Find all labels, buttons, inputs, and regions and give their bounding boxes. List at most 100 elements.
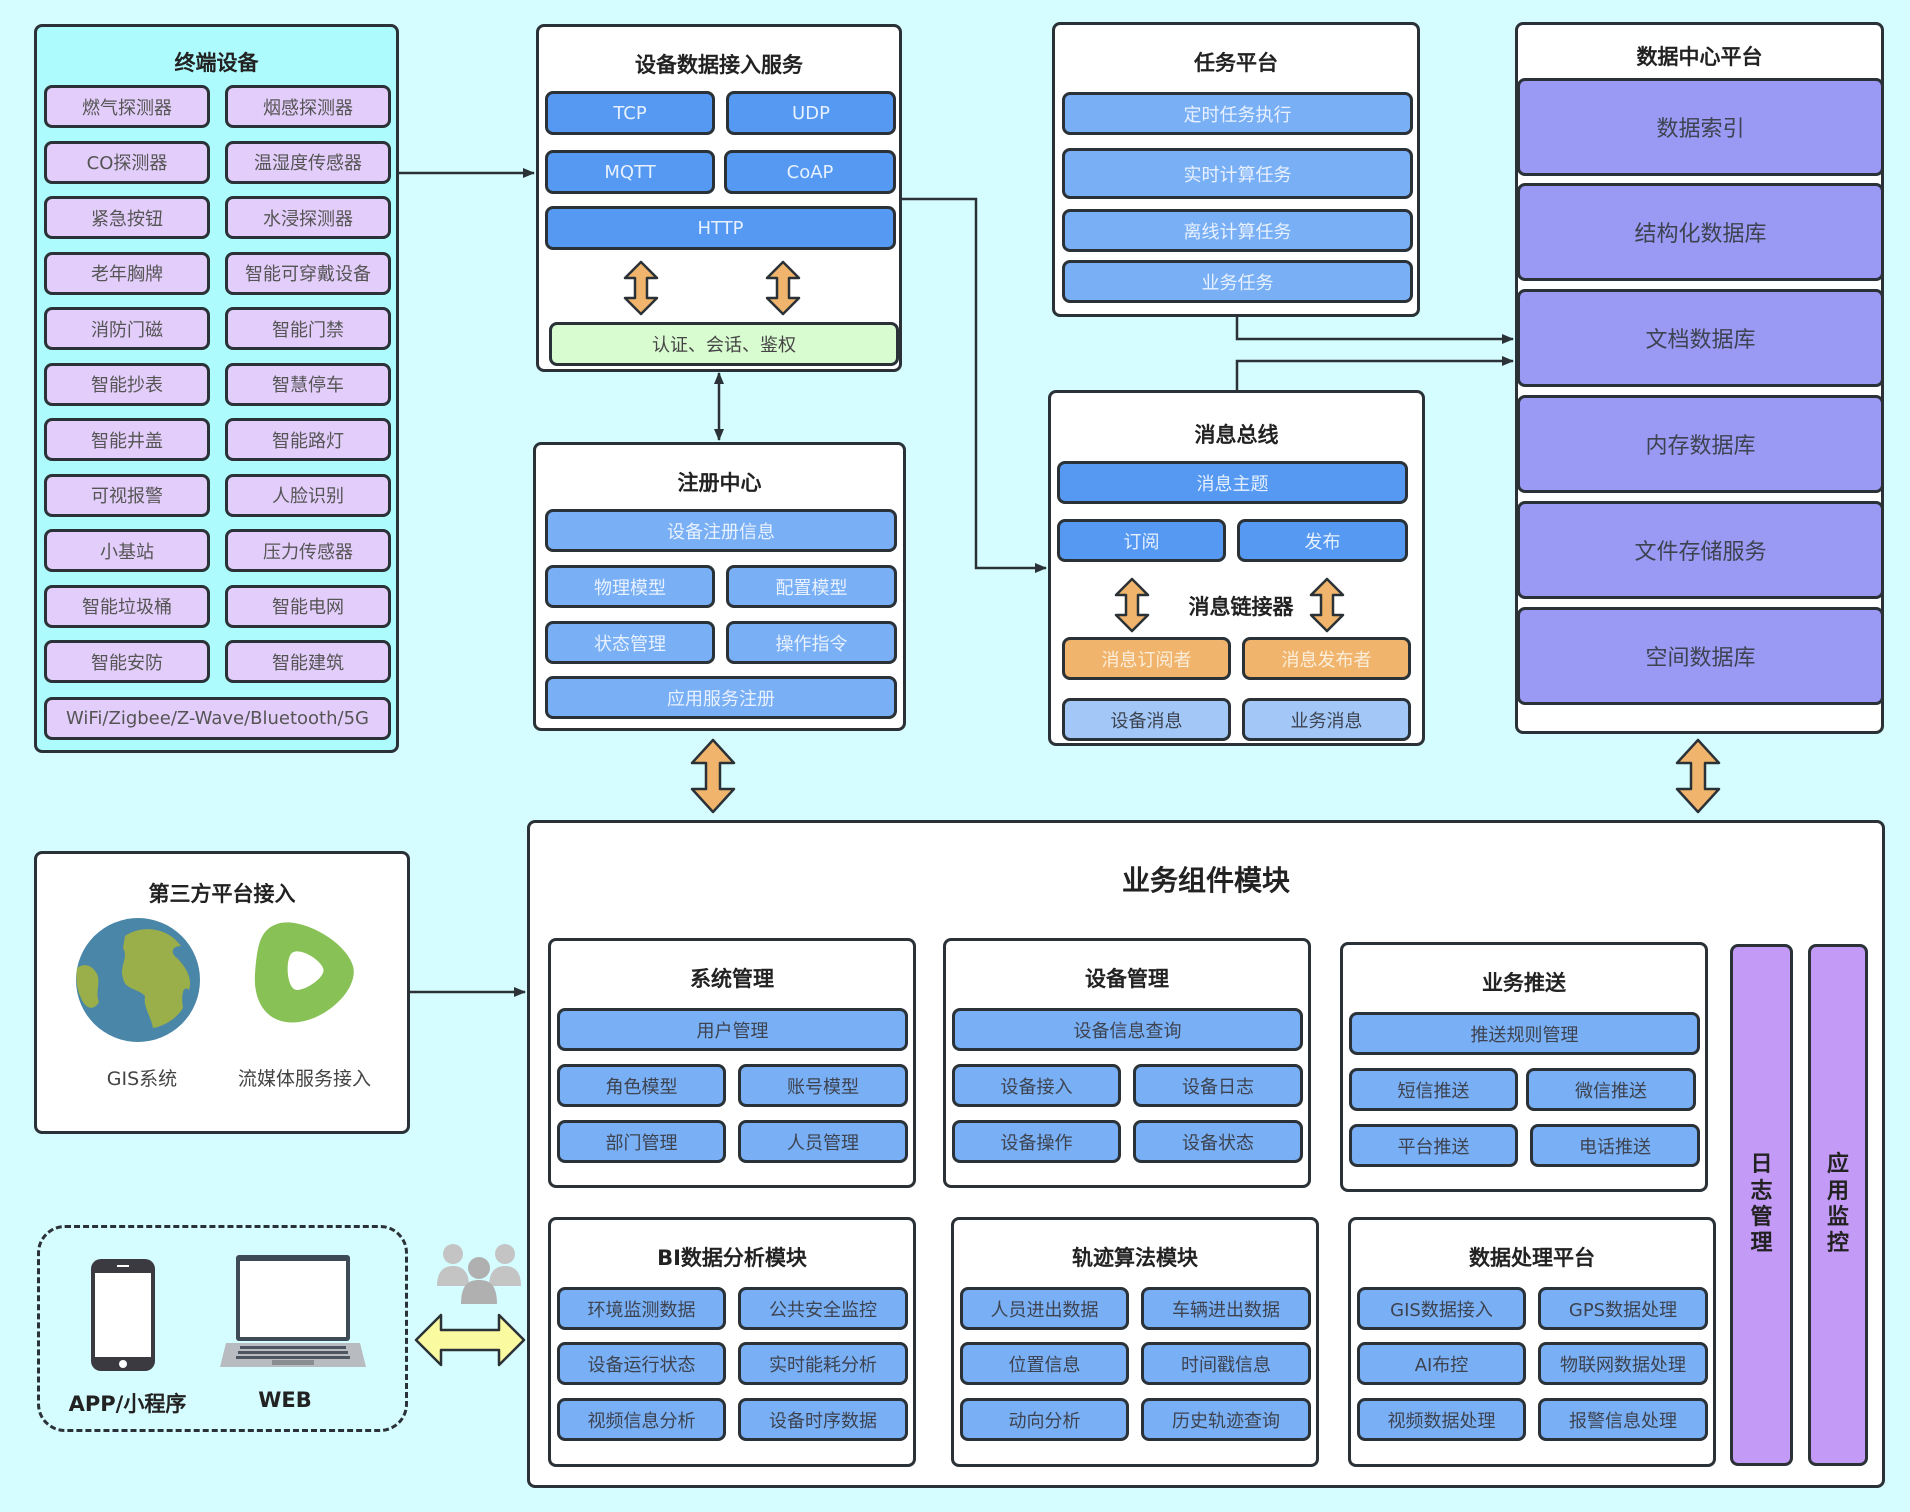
task-item[interactable]: 业务任务 — [1062, 260, 1413, 303]
smartphone-icon[interactable] — [90, 1258, 156, 1372]
streaming-play-icon[interactable] — [249, 918, 357, 1026]
terminal-device-item[interactable]: 人脸识别 — [225, 473, 391, 517]
push-item[interactable]: 微信推送 — [1526, 1068, 1696, 1111]
terminal-device-item[interactable]: 智能电网 — [225, 584, 391, 628]
terminal-device-item[interactable]: 消防门磁 — [44, 307, 210, 350]
terminal-device-item[interactable]: 智能抄表 — [44, 362, 210, 406]
data-processing-item[interactable]: GPS数据处理 — [1538, 1287, 1708, 1330]
terminal-device-item[interactable]: 智能门禁 — [225, 307, 391, 350]
terminal-device-item[interactable]: 智能建筑 — [225, 640, 391, 683]
data-store-item[interactable]: 文档数据库 — [1517, 289, 1884, 387]
registry-item[interactable]: 配置模型 — [726, 565, 897, 608]
system-mgmt-item[interactable]: 人员管理 — [738, 1120, 908, 1163]
bi-item[interactable]: 公共安全监控 — [738, 1287, 908, 1330]
publish-chip[interactable]: 发布 — [1237, 519, 1408, 562]
system-mgmt-item[interactable]: 部门管理 — [557, 1120, 726, 1163]
task-item[interactable]: 实时计算任务 — [1062, 148, 1413, 199]
data-processing-item[interactable]: AI布控 — [1357, 1342, 1526, 1385]
terminal-device-item[interactable]: 小基站 — [44, 529, 210, 572]
terminal-device-item[interactable]: 烟感探测器 — [225, 85, 391, 128]
registry-item[interactable]: 应用服务注册 — [545, 676, 897, 719]
bi-item[interactable]: 设备时序数据 — [738, 1398, 908, 1441]
data-store-item[interactable]: 文件存储服务 — [1517, 501, 1884, 599]
data-store-item[interactable]: 结构化数据库 — [1517, 183, 1884, 281]
bi-item[interactable]: 环境监测数据 — [557, 1287, 726, 1330]
terminal-device-item[interactable]: 智能垃圾桶 — [44, 584, 210, 628]
terminal-device-item[interactable]: 燃气探测器 — [44, 85, 210, 128]
message-subscriber-chip[interactable]: 消息订阅者 — [1062, 637, 1231, 680]
trajectory-item[interactable]: 位置信息 — [960, 1342, 1129, 1385]
system-mgmt-item[interactable]: 用户管理 — [557, 1008, 908, 1051]
protocols-chip[interactable]: WiFi/Zigbee/Z-Wave/Bluetooth/5G — [44, 697, 391, 740]
registry-item[interactable]: 操作指令 — [726, 621, 897, 664]
data-store-item[interactable]: 空间数据库 — [1517, 607, 1884, 705]
terminal-device-item[interactable]: 老年胸牌 — [44, 251, 210, 295]
protocol-tcp[interactable]: TCP — [545, 91, 715, 135]
push-title: 业务推送 — [1482, 971, 1566, 995]
data-processing-item[interactable]: GIS数据接入 — [1357, 1287, 1526, 1330]
double-arrow-icon — [623, 260, 659, 316]
terminal-device-item[interactable]: 智慧停车 — [225, 362, 391, 406]
log-management-bar[interactable]: 日志管理 — [1730, 944, 1793, 1466]
protocol-http[interactable]: HTTP — [545, 206, 896, 250]
web-label: WEB — [258, 1388, 312, 1412]
business-components-panel: 业务组件模块 系统管理 用户管理 角色模型 账号模型 部门管理 人员管理 设备管… — [527, 820, 1885, 1488]
terminal-device-item[interactable]: 智能路灯 — [225, 418, 391, 461]
push-panel: 业务推送 推送规则管理 短信推送 微信推送 平台推送 电话推送 — [1340, 942, 1708, 1192]
device-mgmt-item[interactable]: 设备接入 — [952, 1064, 1121, 1107]
system-mgmt-item[interactable]: 账号模型 — [738, 1064, 908, 1107]
task-item[interactable]: 离线计算任务 — [1062, 209, 1413, 252]
registry-item[interactable]: 设备注册信息 — [545, 509, 897, 552]
protocol-coap[interactable]: CoAP — [724, 150, 896, 194]
trajectory-item[interactable]: 车辆进出数据 — [1141, 1287, 1311, 1330]
task-item[interactable]: 定时任务执行 — [1062, 92, 1413, 135]
bi-item[interactable]: 实时能耗分析 — [738, 1342, 908, 1385]
terminal-device-item[interactable]: 智能安防 — [44, 640, 210, 683]
terminal-device-item[interactable]: 压力传感器 — [225, 529, 391, 572]
laptop-icon[interactable] — [218, 1253, 368, 1373]
registry-item[interactable]: 物理模型 — [545, 565, 715, 608]
push-item[interactable]: 平台推送 — [1349, 1124, 1518, 1167]
device-mgmt-item[interactable]: 设备状态 — [1133, 1120, 1303, 1163]
trajectory-item[interactable]: 历史轨迹查询 — [1141, 1398, 1311, 1441]
terminal-device-item[interactable]: 紧急按钮 — [44, 196, 210, 239]
terminal-device-item[interactable]: CO探测器 — [44, 140, 210, 184]
data-processing-item[interactable]: 视频数据处理 — [1357, 1398, 1526, 1441]
message-bus-title: 消息总线 — [1194, 423, 1279, 447]
business-title: 业务组件模块 — [1121, 864, 1290, 897]
trajectory-item[interactable]: 时间戳信息 — [1141, 1342, 1311, 1385]
trajectory-item[interactable]: 动向分析 — [960, 1398, 1129, 1441]
device-mgmt-item[interactable]: 设备操作 — [952, 1120, 1121, 1163]
terminal-device-item[interactable]: 水浸探测器 — [225, 196, 391, 239]
bi-item[interactable]: 设备运行状态 — [557, 1342, 726, 1385]
bi-panel: BI数据分析模块 环境监测数据 公共安全监控 设备运行状态 实时能耗分析 视频信… — [548, 1217, 916, 1467]
terminal-device-item[interactable]: 智能可穿戴设备 — [225, 251, 391, 295]
message-topic-chip[interactable]: 消息主题 — [1057, 461, 1408, 504]
trajectory-item[interactable]: 人员进出数据 — [960, 1287, 1129, 1330]
push-item[interactable]: 电话推送 — [1530, 1124, 1700, 1167]
push-item[interactable]: 短信推送 — [1349, 1068, 1518, 1111]
data-store-item[interactable]: 内存数据库 — [1517, 395, 1884, 493]
app-monitor-bar[interactable]: 应用监控 — [1808, 944, 1868, 1466]
device-mgmt-item[interactable]: 设备信息查询 — [952, 1008, 1303, 1051]
subscribe-chip[interactable]: 订阅 — [1057, 519, 1226, 562]
terminal-device-item[interactable]: 可视报警 — [44, 473, 210, 517]
registry-item[interactable]: 状态管理 — [545, 621, 715, 664]
protocol-udp[interactable]: UDP — [726, 91, 896, 135]
push-item[interactable]: 推送规则管理 — [1349, 1012, 1700, 1055]
system-mgmt-item[interactable]: 角色模型 — [557, 1064, 726, 1107]
terminal-device-item[interactable]: 温湿度传感器 — [225, 140, 391, 184]
device-mgmt-item[interactable]: 设备日志 — [1133, 1064, 1303, 1107]
auth-session-chip[interactable]: 认证、会话、鉴权 — [549, 322, 899, 366]
data-store-item[interactable]: 数据索引 — [1517, 78, 1884, 176]
globe-icon[interactable] — [73, 918, 203, 1042]
bi-item[interactable]: 视频信息分析 — [557, 1398, 726, 1441]
message-publisher-chip[interactable]: 消息发布者 — [1242, 637, 1411, 680]
business-message-chip[interactable]: 业务消息 — [1242, 698, 1411, 741]
data-processing-item[interactable]: 报警信息处理 — [1538, 1398, 1708, 1441]
terminal-device-item[interactable]: 智能井盖 — [44, 418, 210, 461]
protocol-mqtt[interactable]: MQTT — [545, 150, 715, 194]
device-message-chip[interactable]: 设备消息 — [1062, 698, 1231, 741]
data-processing-item[interactable]: 物联网数据处理 — [1538, 1342, 1708, 1385]
